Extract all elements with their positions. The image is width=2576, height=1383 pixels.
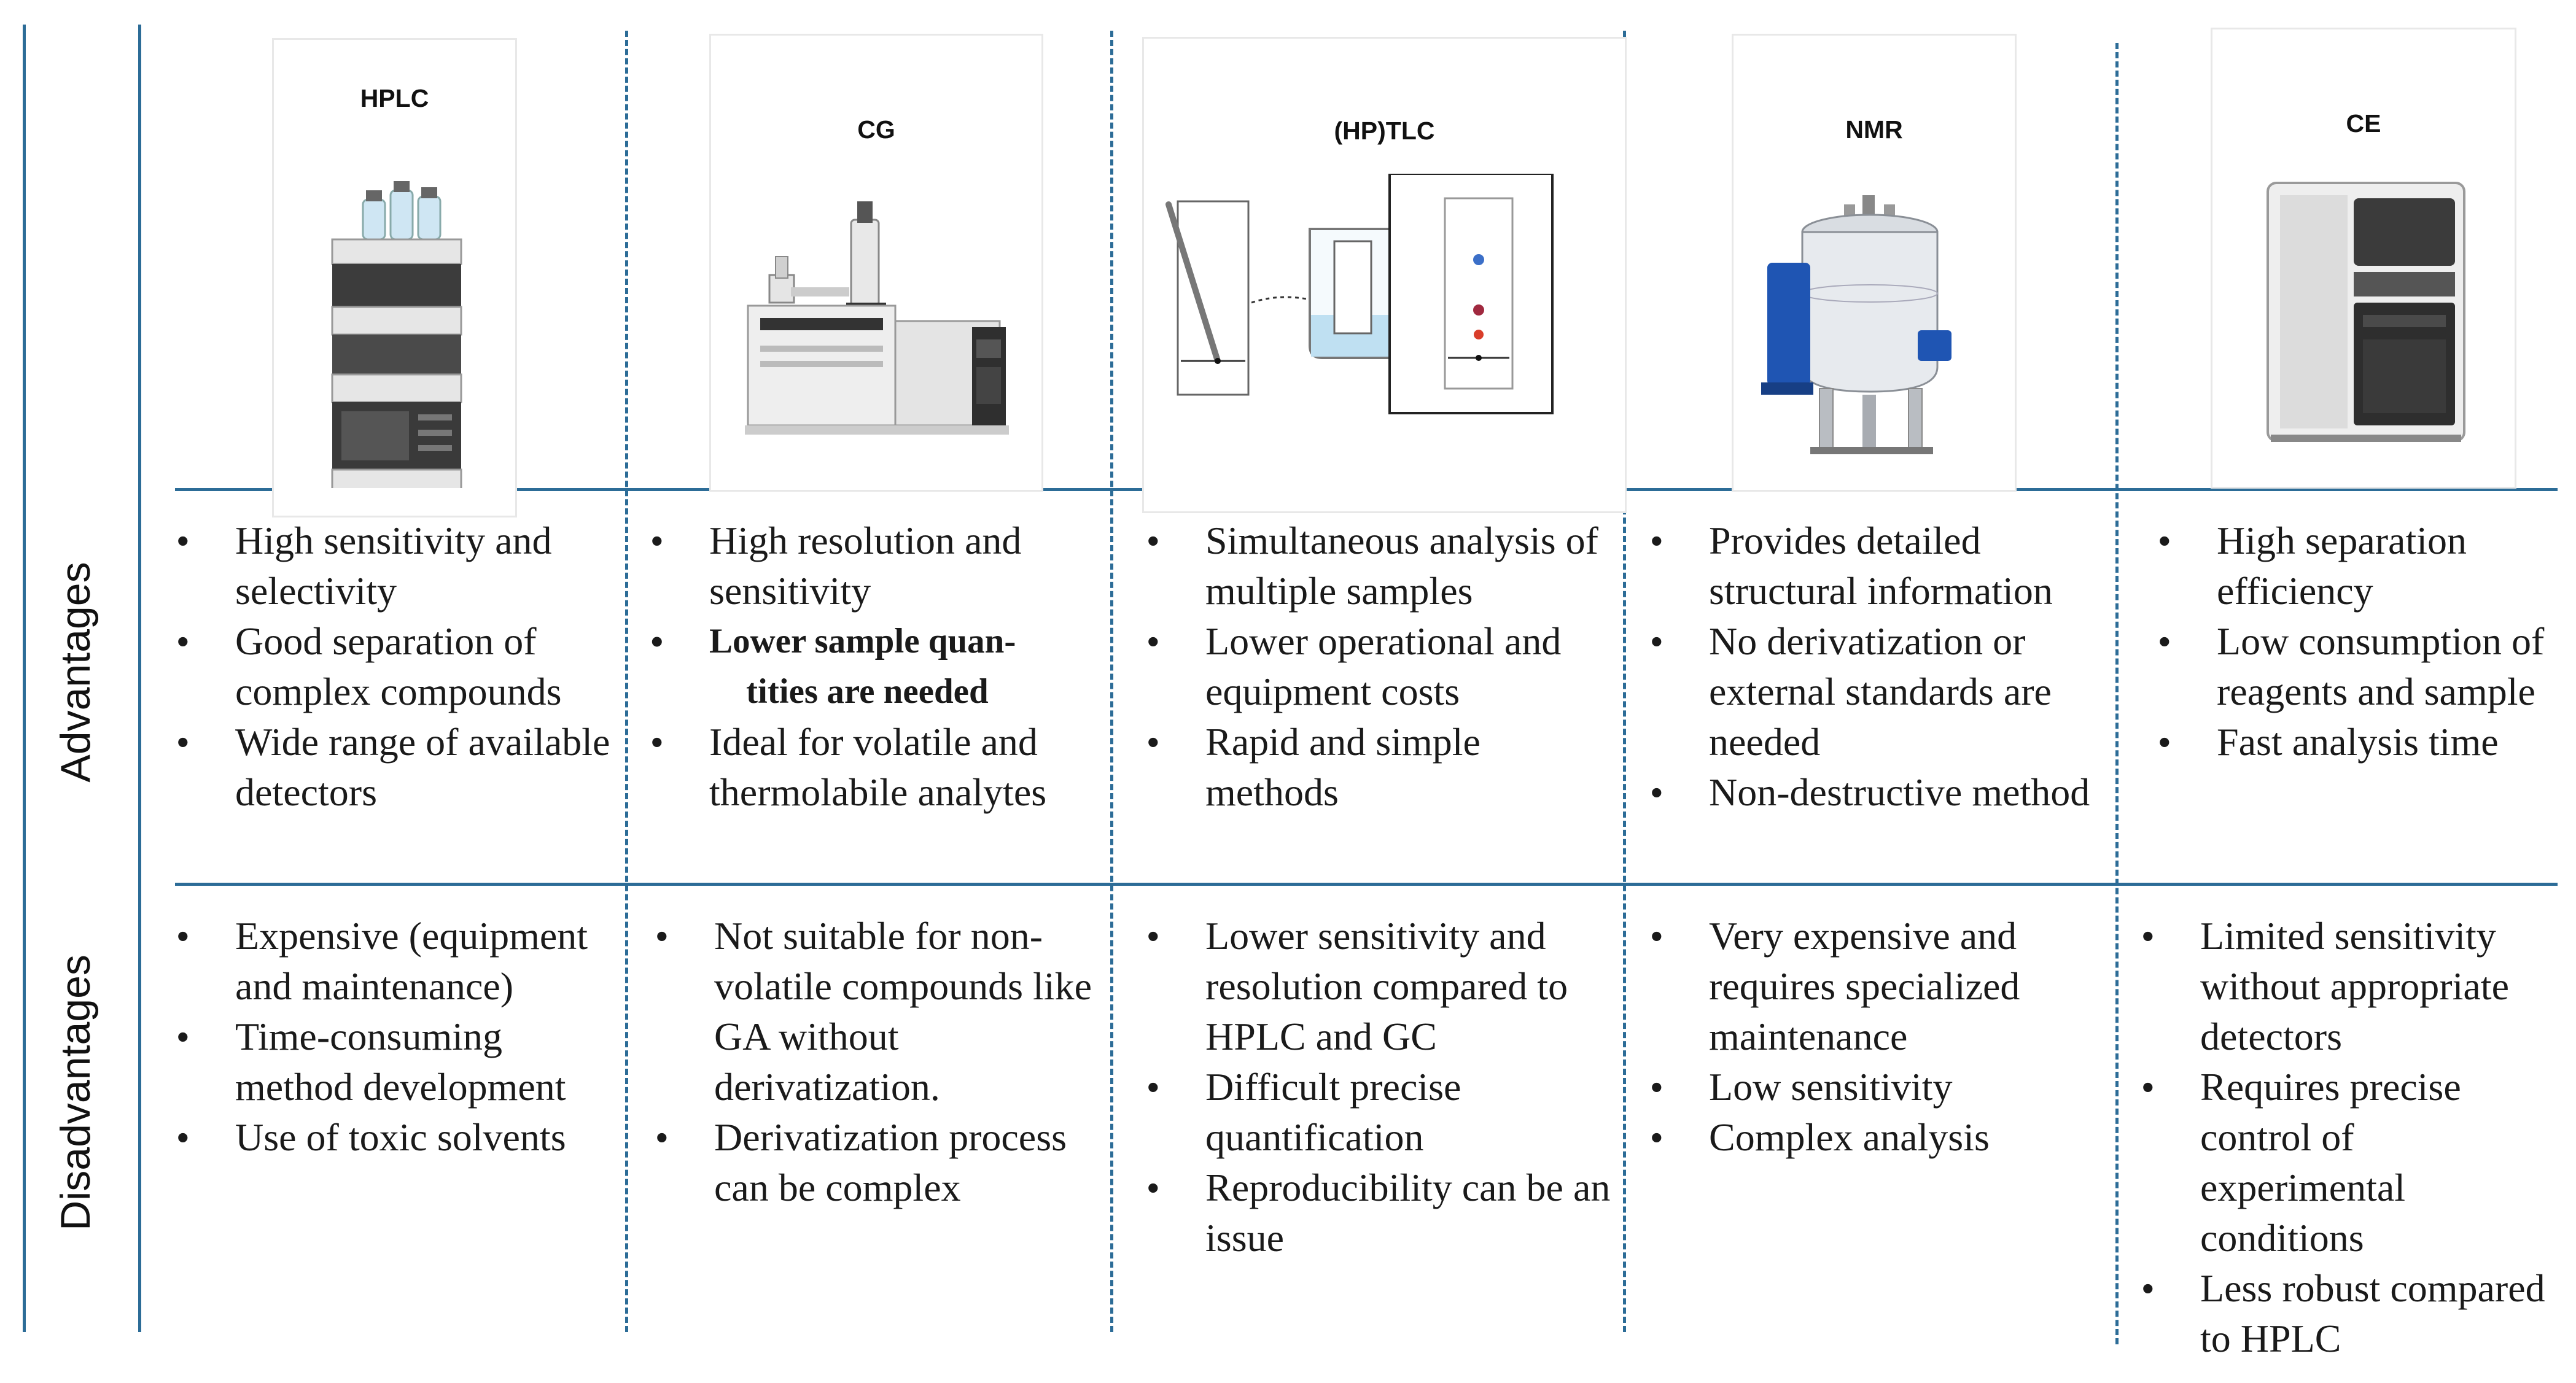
nmr-spectrometer-icon bbox=[1761, 195, 1951, 454]
list-item: Not suitable for non-volatile compounds … bbox=[656, 911, 1110, 1112]
ce-title: CE bbox=[2346, 109, 2381, 138]
tlc-card: (HP)TLC bbox=[1142, 37, 1627, 513]
cg-card: CG bbox=[709, 34, 1043, 492]
column-divider-2 bbox=[1110, 31, 1113, 1332]
list-item: Lower operational and equipment costs bbox=[1147, 616, 1614, 717]
nmr-card: NMR bbox=[1732, 34, 2017, 492]
outer-left-border bbox=[23, 25, 26, 1332]
gas-chromatograph-icon bbox=[745, 201, 1009, 435]
ce-advantages-list: High separation efficiency Low consumpti… bbox=[2158, 516, 2564, 767]
nmr-title: NMR bbox=[1845, 115, 1903, 144]
cg-disadvantages-list: Not suitable for non-volatile compounds … bbox=[656, 911, 1110, 1213]
ce-card: CE bbox=[2211, 28, 2516, 489]
list-item: No derivatization or external standards … bbox=[1651, 616, 2108, 767]
list-item: Limited sensitivity without appropriate … bbox=[2142, 911, 2566, 1062]
list-item: Rapid and simple methods bbox=[1147, 717, 1614, 818]
list-item: Lower sample quan- tities are needed bbox=[651, 616, 1108, 717]
list-item: Complex analysis bbox=[1651, 1112, 2108, 1163]
list-item: Use of toxic solvents bbox=[177, 1112, 619, 1163]
tlc-advantages-list: Simultaneous analysis of multiple sample… bbox=[1147, 516, 1614, 818]
column-divider-1 bbox=[625, 31, 628, 1332]
list-item: Expensive (equipment and maintenance) bbox=[177, 911, 619, 1012]
list-item: High sensitivity and selectivity bbox=[177, 516, 619, 616]
list-item: Difficult precise quantification bbox=[1147, 1062, 1614, 1163]
cg-advantages-list: High resolution and sensitivity Lower sa… bbox=[651, 516, 1108, 818]
list-item-line: Lower sample quan- bbox=[709, 622, 1016, 661]
column-divider-3 bbox=[1623, 31, 1626, 1332]
list-item: Provides detailed structural information bbox=[1651, 516, 2108, 616]
ce-disadvantages-list: Limited sensitivity without appropriate … bbox=[2142, 911, 2566, 1364]
list-item: Non-destructive method bbox=[1651, 767, 2108, 818]
list-item: Wide range of available detectors bbox=[177, 717, 619, 818]
nmr-advantages-list: Provides detailed structural information… bbox=[1651, 516, 2108, 818]
list-item: High resolution and sensitivity bbox=[651, 516, 1108, 616]
list-item: Low sensitivity bbox=[1651, 1062, 2108, 1112]
tlc-plate-beaker-icon bbox=[1165, 174, 1554, 414]
list-item: Ideal for volatile and thermolabile anal… bbox=[651, 717, 1108, 818]
list-item-line: tities are needed bbox=[746, 672, 989, 711]
list-item: Less robust compared to HPLC bbox=[2142, 1263, 2566, 1364]
hplc-card: HPLC bbox=[272, 38, 517, 517]
list-item: Low consumption of reagents and sample bbox=[2158, 616, 2564, 717]
hplc-instrument-icon bbox=[331, 181, 462, 488]
list-item: Derivatization process can be complex bbox=[656, 1112, 1110, 1213]
column-divider-4 bbox=[2115, 43, 2119, 1344]
tlc-title: (HP)TLC bbox=[1334, 117, 1435, 145]
list-item: Very expensive and requires specialized … bbox=[1651, 911, 2108, 1062]
hplc-title: HPLC bbox=[360, 84, 429, 112]
tlc-disadvantages-list: Lower sensitivity and resolution compare… bbox=[1147, 911, 1614, 1263]
list-item: Reproducibility can be an issue bbox=[1147, 1163, 1614, 1263]
cg-title: CG bbox=[857, 115, 895, 144]
advantages-row-divider bbox=[175, 883, 2558, 886]
list-item: Lower sensitivity and resolution compare… bbox=[1147, 911, 1614, 1062]
nmr-disadvantages-list: Very expensive and requires specialized … bbox=[1651, 911, 2108, 1163]
list-item: Good separation of complex compounds bbox=[177, 616, 619, 717]
list-item: Fast analysis time bbox=[2158, 717, 2564, 767]
capillary-electrophoresis-icon bbox=[2267, 182, 2465, 442]
hplc-disadvantages-list: Expensive (equipment and maintenance) Ti… bbox=[177, 911, 619, 1163]
list-item: Time-consuming method development bbox=[177, 1012, 619, 1112]
label-column-border bbox=[138, 25, 141, 1332]
list-item: Simultaneous analysis of multiple sample… bbox=[1147, 516, 1614, 616]
hplc-advantages-list: High sensitivity and selectivity Good se… bbox=[177, 516, 619, 818]
list-item: Requires precise control of experimental… bbox=[2142, 1062, 2566, 1263]
list-item: High separation efficiency bbox=[2158, 516, 2564, 616]
